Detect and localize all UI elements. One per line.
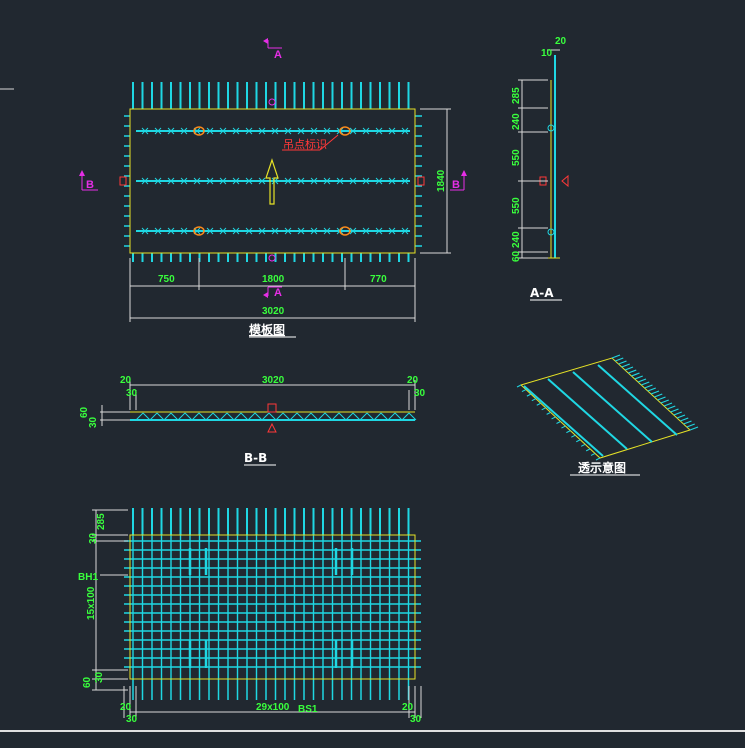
svg-text:60: 60 xyxy=(79,406,90,418)
svg-text:15x100: 15x100 xyxy=(86,586,97,620)
svg-text:A: A xyxy=(274,287,282,299)
svg-text:30: 30 xyxy=(414,388,426,399)
direction-arrow-icon xyxy=(265,158,279,205)
svg-text:30: 30 xyxy=(88,416,99,428)
svg-text:20: 20 xyxy=(120,375,132,386)
svg-text:60: 60 xyxy=(511,250,522,262)
section-bb-title: B-B xyxy=(244,451,267,465)
plan-bars xyxy=(136,126,410,236)
plan-comb-teeth xyxy=(124,82,422,262)
svg-text:20: 20 xyxy=(120,702,132,713)
svg-text:10: 10 xyxy=(541,48,553,59)
svg-text:1800: 1800 xyxy=(262,274,285,285)
section-aa-view: 20 10 285 240 550 550 240 60 A-A xyxy=(511,36,569,301)
plan-view: 吊点标识 A A B B xyxy=(79,38,467,338)
svg-text:30: 30 xyxy=(88,532,99,544)
iso-view: 透示意图 xyxy=(516,354,699,476)
section-mark-a-top: A xyxy=(263,38,282,61)
svg-text:BS1: BS1 xyxy=(298,704,318,715)
svg-text:770: 770 xyxy=(370,274,387,285)
grid-outline xyxy=(129,534,416,680)
grid-mesh xyxy=(124,535,421,679)
section-aa-title: A-A xyxy=(530,286,554,300)
svg-text:30: 30 xyxy=(126,388,138,399)
svg-text:20: 20 xyxy=(555,36,567,47)
svg-text:B: B xyxy=(452,179,460,191)
iso-bars xyxy=(516,354,699,461)
svg-text:20: 20 xyxy=(402,702,414,713)
svg-text:30: 30 xyxy=(410,714,422,725)
svg-text:29x100: 29x100 xyxy=(256,702,290,713)
svg-text:B: B xyxy=(86,179,94,191)
svg-text:285: 285 xyxy=(96,513,107,530)
plan-outline xyxy=(129,108,416,254)
svg-text:750: 750 xyxy=(158,274,175,285)
svg-text:60: 60 xyxy=(82,676,93,688)
section-mark-a-bottom: A xyxy=(263,286,282,299)
svg-text:3020: 3020 xyxy=(262,375,285,386)
svg-text:A: A xyxy=(274,49,282,61)
iso-title: 透示意图 xyxy=(578,460,626,475)
anchor-note-label: 吊点标识 xyxy=(283,137,327,151)
svg-text:1840: 1840 xyxy=(436,169,447,192)
svg-text:240: 240 xyxy=(511,113,522,130)
section-bb-view: 20 30 3020 20 30 60 30 B-B xyxy=(79,375,426,466)
plan-title: 模板图 xyxy=(249,322,285,337)
section-mark-b-left: B xyxy=(79,170,98,191)
svg-text:30: 30 xyxy=(94,671,105,683)
svg-text:BH1: BH1 xyxy=(78,572,98,583)
svg-text:240: 240 xyxy=(511,231,522,248)
section-mark-b-right: B xyxy=(450,170,467,191)
svg-text:285: 285 xyxy=(511,87,522,104)
svg-text:550: 550 xyxy=(511,149,522,166)
svg-text:20: 20 xyxy=(407,375,419,386)
svg-text:3020: 3020 xyxy=(262,306,285,317)
svg-text:30: 30 xyxy=(126,714,138,725)
section-bb-zigzag xyxy=(135,412,417,421)
svg-text:550: 550 xyxy=(511,197,522,214)
rebar-grid-view: 285 30 BH1 15x100 60 30 20 30 29x100 BS1… xyxy=(78,508,422,725)
